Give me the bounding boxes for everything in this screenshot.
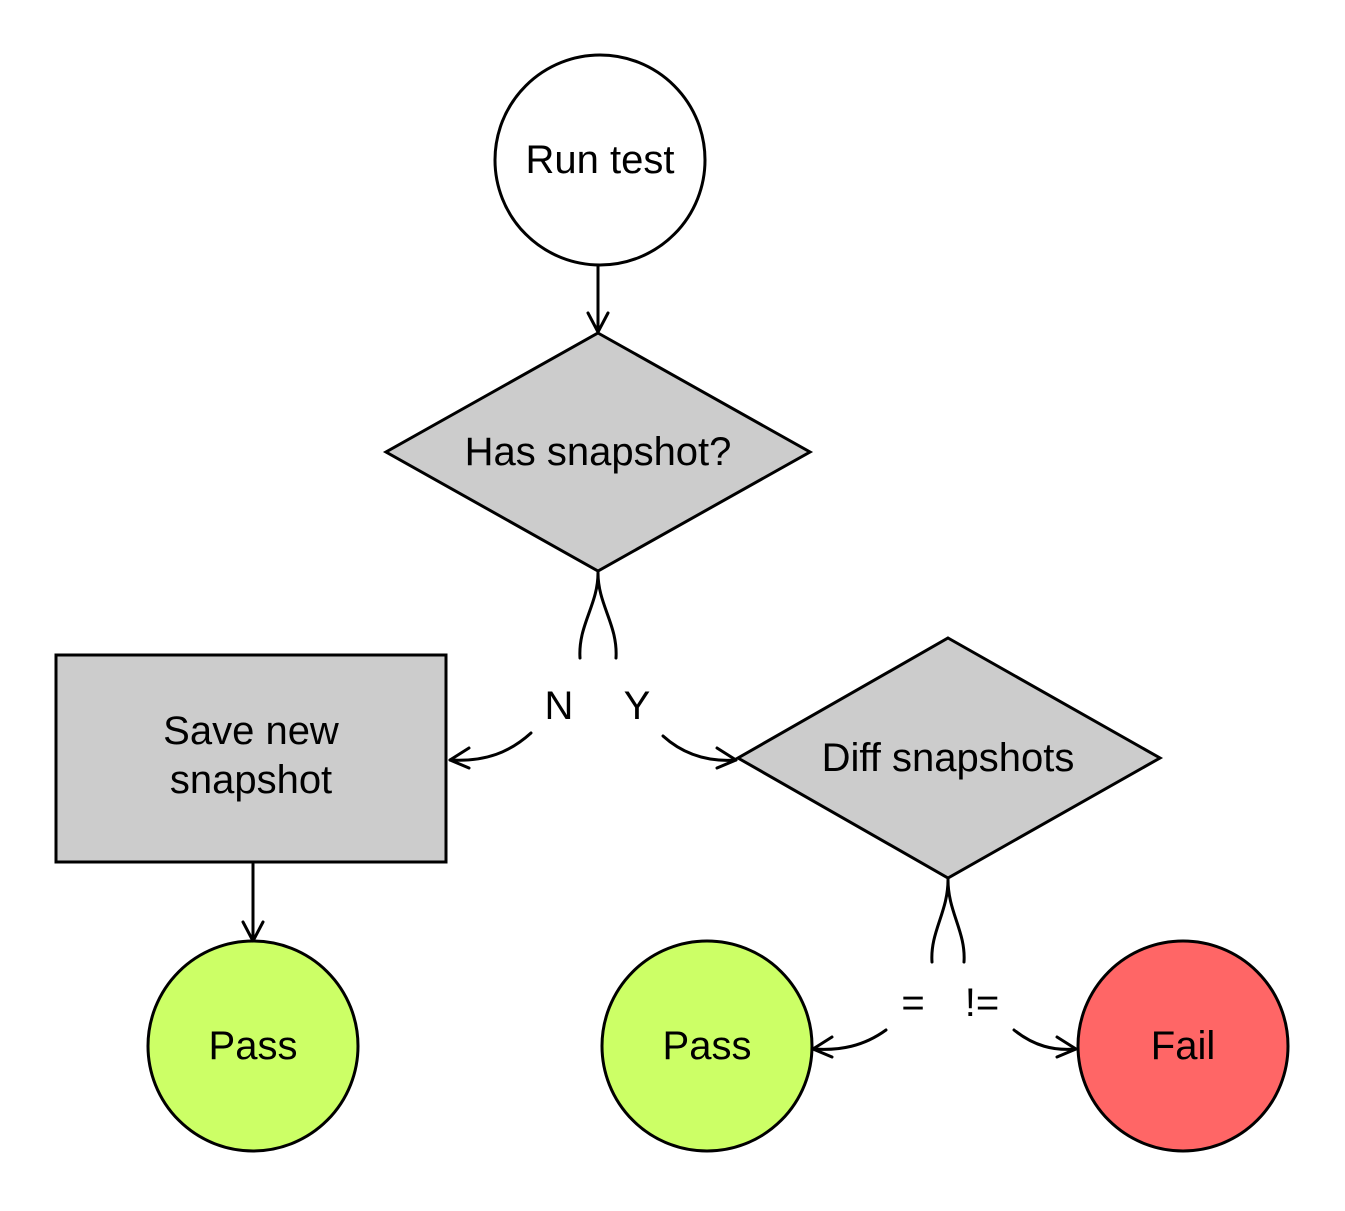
edge-label-yes: Y [624, 684, 651, 728]
arrowhead [1055, 1035, 1078, 1059]
edge-line [578, 571, 600, 660]
arrowhead [241, 920, 265, 943]
edge-run-to-has-snapshot [586, 264, 610, 334]
edge-line [448, 731, 533, 762]
edge-line [661, 734, 738, 762]
decision-diamond [382, 331, 814, 573]
edge-label-equal: = [901, 981, 924, 1025]
start-circle [493, 53, 707, 267]
pass-new-label: Pass [209, 1024, 298, 1068]
fail-label: Fail [1151, 1024, 1215, 1068]
edge-line [596, 571, 618, 660]
save-new-label-line2: snapshot [170, 758, 332, 802]
edge-diff-equal: = [811, 878, 950, 1059]
arrowhead [811, 1035, 834, 1059]
diff-snapshots-label: Diff snapshots [822, 736, 1075, 780]
process-box [54, 653, 448, 864]
edge-has-snapshot-yes: Y [596, 571, 738, 770]
edge-line [1012, 1028, 1078, 1051]
decision-diamond [734, 636, 1164, 880]
pass-equal-label: Pass [663, 1024, 752, 1068]
edge-diff-not-equal: != [946, 878, 1078, 1059]
edge-line [811, 1028, 888, 1051]
edge-line [930, 878, 950, 964]
edge-label-not-equal: != [965, 981, 999, 1025]
fail-circle [1076, 939, 1290, 1153]
node-has-snapshot: Has snapshot? [382, 331, 814, 573]
node-pass-new: Pass [146, 939, 360, 1153]
edge-has-snapshot-no: N [448, 571, 600, 770]
run-test-label: Run test [526, 138, 675, 182]
save-new-label-line1: Save new [163, 709, 339, 753]
node-save-new-snapshot: Save new snapshot [54, 653, 448, 864]
arrowhead [448, 746, 471, 770]
node-pass-equal: Pass [600, 939, 814, 1153]
arrowhead [586, 311, 610, 334]
edge-label-no: N [545, 684, 574, 728]
node-fail: Fail [1076, 939, 1290, 1153]
pass-circle [600, 939, 814, 1153]
edge-line [946, 878, 966, 964]
edge-save-to-pass [241, 862, 265, 943]
has-snapshot-label: Has snapshot? [465, 430, 732, 474]
arrowhead [715, 746, 738, 770]
node-run-test: Run test [493, 53, 707, 267]
node-diff-snapshots: Diff snapshots [734, 636, 1164, 880]
